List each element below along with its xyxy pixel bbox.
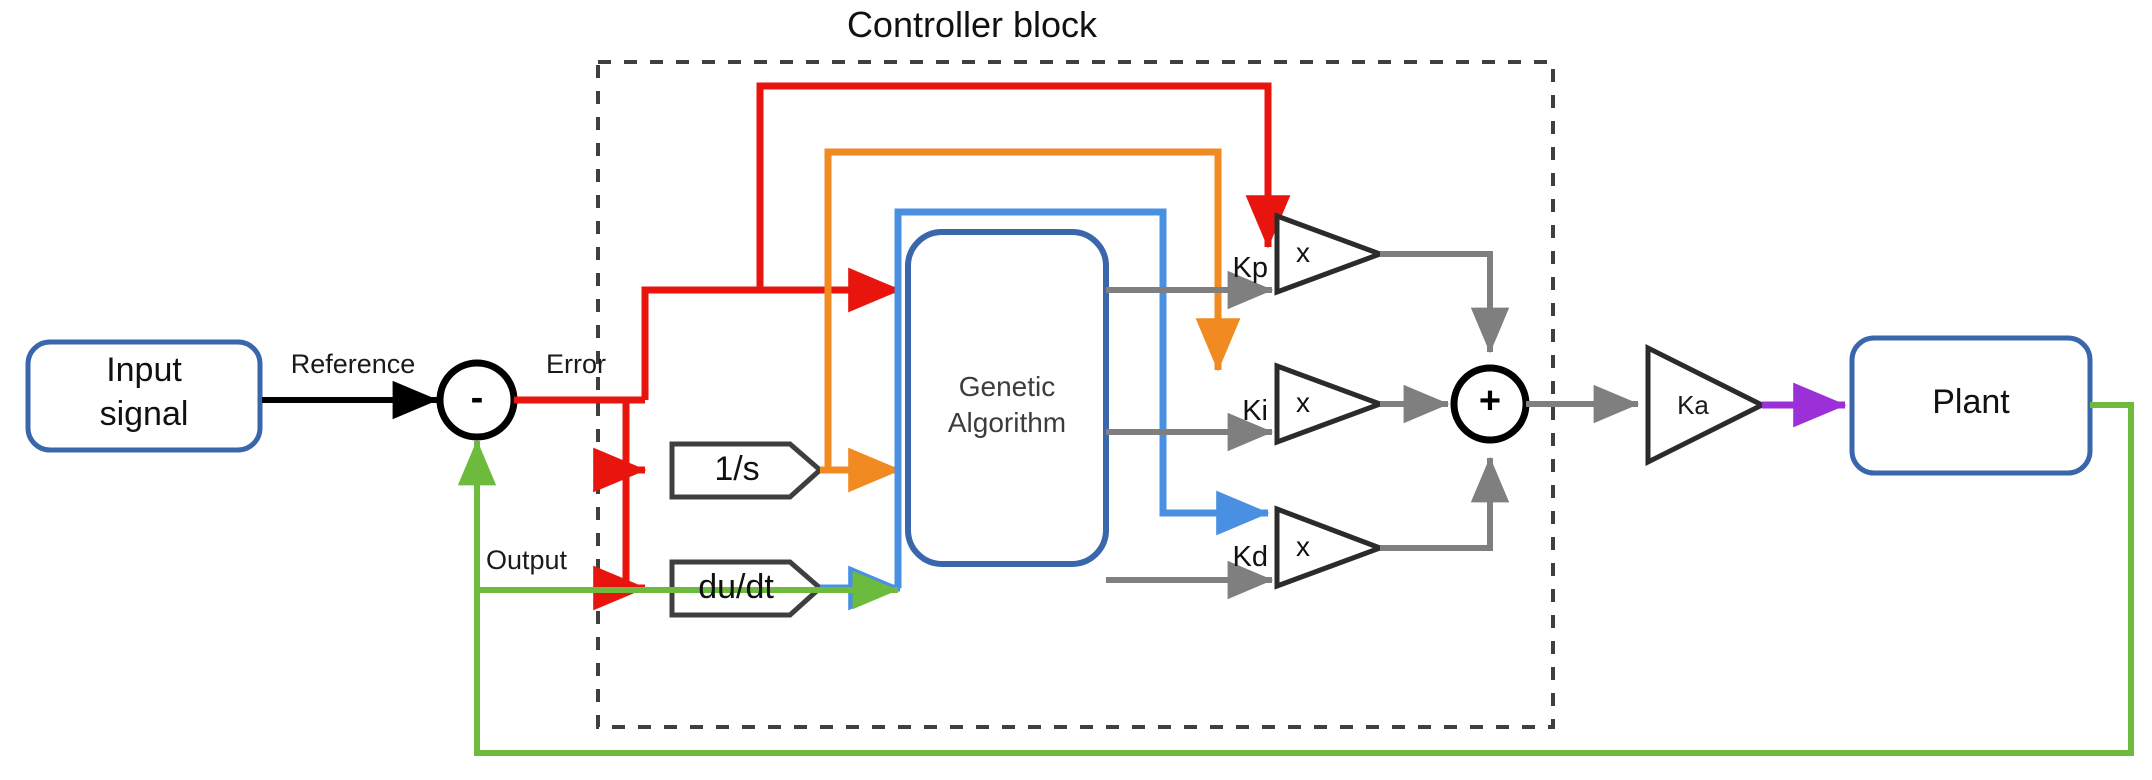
derivative-label: du/dt [698, 568, 774, 606]
reference-label: Reference [290, 349, 416, 379]
integrator-label: 1/s [714, 450, 760, 488]
kp-gain-label: Kp [1232, 252, 1268, 284]
ki-multiplier-label: x [1296, 387, 1310, 418]
genetic-algorithm-label-line2: Algorithm [947, 407, 1067, 438]
kd-gain-label: Kd [1232, 541, 1268, 573]
adder-sign: + [1478, 380, 1502, 422]
error-junction-sign: - [470, 377, 484, 419]
kd-multiplier-triangle [1274, 505, 1388, 590]
feedback-outer-loop [457, 402, 2134, 756]
input-signal-label-line1: Input [106, 351, 182, 389]
actuator-gain-label: Ka [1677, 390, 1709, 420]
kp-multiplier-label: x [1296, 237, 1310, 268]
kd-feedback-route [894, 208, 1270, 588]
ki-feedback-route [824, 148, 1241, 470]
kp-feedback-route [756, 82, 1291, 290]
kd-output-line [1380, 456, 1510, 551]
kp-output-line [1380, 251, 1510, 354]
error-branch-to-ga [641, 267, 902, 400]
input-signal-block [25, 339, 263, 453]
plant-label: Plant [1932, 383, 2010, 421]
output-label: Output [486, 545, 568, 575]
input-signal-label-line2: signal [99, 395, 189, 433]
genetic-algorithm-label-line1: Genetic [958, 371, 1056, 402]
error-to-integrator-line [593, 402, 647, 493]
genetic-algorithm-block [905, 229, 1109, 567]
ki-gain-label: Ki [1242, 395, 1268, 427]
kd-multiplier-label: x [1296, 531, 1310, 562]
kp-multiplier-triangle [1274, 212, 1388, 296]
integrator-block [669, 441, 824, 500]
ki-multiplier-triangle [1274, 362, 1388, 446]
page-title: Controller block [846, 4, 1098, 45]
controller-boundary [596, 60, 1555, 729]
actuator-gain-triangle [1645, 343, 1768, 467]
error-label: Error [546, 349, 606, 379]
